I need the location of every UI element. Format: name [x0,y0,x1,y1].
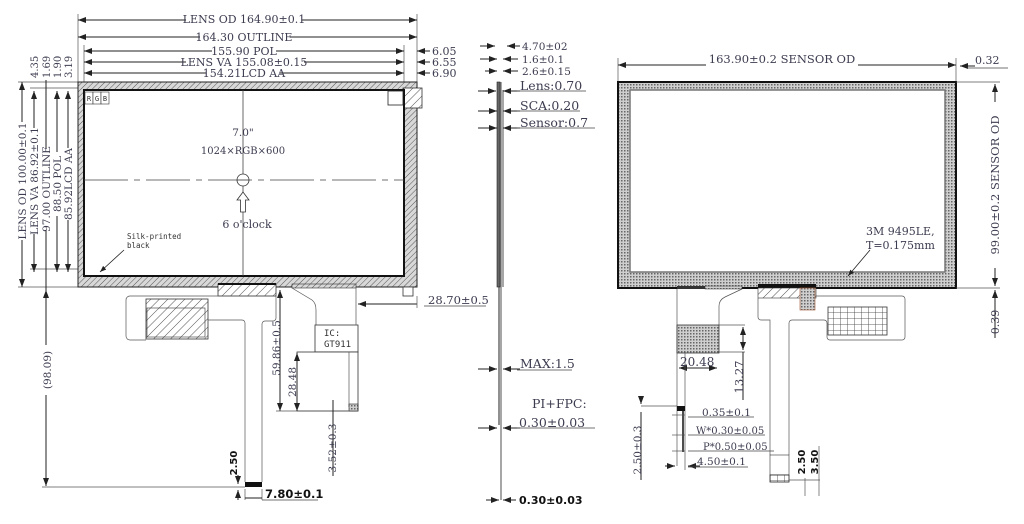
rgb-subpixel-legend [84,91,110,105]
dim-left-offset-1: 4.35 [30,56,41,78]
dim-outline-height: 97.00 OUTLINE [41,146,53,232]
dim-fpc-offset: 28.70±0.5 [428,293,489,307]
dim-lens-va-width: LENS VA 155.08±0.15 [181,56,308,69]
rgb-label-b: B [103,95,107,103]
dim-right-offset-2: 6.55 [432,56,457,69]
dim-stiffener-height: 13.27 [732,361,746,394]
adhesive-label-line2: T=0.175mm [866,239,935,252]
dim-lcd-aa-height: 85.92LCD AA [63,148,75,220]
dim-lens-od-width: LENS OD 164.90±0.1 [183,13,306,26]
dim-total-thickness: 4.70±02 [522,41,568,53]
rgb-label-r: R [87,95,92,103]
layer-sca: SCA:0.20 [520,98,579,113]
left-dim-lines [15,80,78,300]
dim-pol-width: 155.90 POL [211,45,277,58]
dim-lens-va-height: LENS VA 86.92±0.1 [29,127,41,235]
silk-note-line2: black [127,241,150,250]
dim-sensor-right-offset: 0.32 [975,54,1000,67]
layer-lens: Lens:0.70 [520,78,582,93]
ic-label-line1: IC: [324,329,340,339]
dim-sensor-tail-a: 2.50 [797,450,808,475]
sensor-view [617,52,1008,496]
rgb-label-g: G [95,95,99,103]
ic-label-line2: GT911 [324,340,351,350]
dim-side-a: 1.6±0.1 [522,54,564,66]
front-view [77,12,418,90]
dim-tail-height: 2.50 [229,451,240,476]
right-offset-arrows [417,48,430,76]
dim-left-offset-4: 3.19 [64,56,75,78]
pi-fpc-thickness: 0.30±0.03 [519,415,585,430]
dim-pin-pitch: P*0.50±0.05 [703,442,768,453]
dim-side-b: 2.6±0.15 [522,66,571,78]
dim-pin-gap: 0.35±0.1 [702,407,751,419]
dim-pin-span: 4.50±0.1 [697,456,746,468]
dim-sensor-height: 99.00±0.2 SENSOR OD [988,115,1002,254]
silk-note-line1: Silk-printed [127,232,181,241]
pi-fpc-label: PI+FPC: [532,396,587,411]
dim-tail-thickness: 0.30±0.03 [519,494,583,507]
dim-tail-width: 7.80±0.1 [265,487,323,501]
front-bottom-dims [40,290,486,501]
dim-sensor-width: 163.90±0.2 SENSOR OD [709,52,855,66]
panel-resolution-label: 1024×RGB×600 [201,146,285,157]
dim-stiffener-width: 20.48 [680,355,714,369]
dim-right-offset-1: 6.05 [432,45,457,58]
dim-outline-width: 164.30 OUTLINE [196,31,293,44]
dim-sensor-tail-offset: 2.50±0.3 [632,426,644,475]
lcd-panel [77,81,423,288]
dim-lens-od-height: LENS OD 100.00±0.1 [17,123,29,240]
dim-sensor-bottom-offset: 0.39 [989,310,1002,335]
dim-sensor-tail-b: 3.50 [810,450,821,475]
adhesive-label-line1: 3M 9495LE, [866,225,935,238]
dim-pol-height: 88.50 POL [52,156,64,212]
side-view [478,43,595,503]
dim-overall-height: (98.09) [42,351,54,389]
dim-fpc-length: 59.86±0.5 [271,320,283,376]
dim-lcd-aa-width: 154.21LCD AA [203,67,286,80]
dim-pin-width: W*0.30±0.05 [696,426,764,437]
viewing-direction-label: 6 o'clock [222,218,272,231]
dim-ic-offset: 28.48 [287,367,299,397]
dim-tail-offset: 3.52±0.3 [327,424,339,473]
panel-size-label: 7.0" [232,127,254,139]
dim-left-offset-2: 1.69 [42,56,53,78]
dim-right-offset-3: 6.90 [432,67,457,80]
fpc-front [125,283,414,487]
dim-left-offset-3: 1.90 [53,56,64,78]
dim-max-thickness: MAX:1.5 [520,356,575,371]
layer-sensor: Sensor:0.7 [520,115,588,130]
